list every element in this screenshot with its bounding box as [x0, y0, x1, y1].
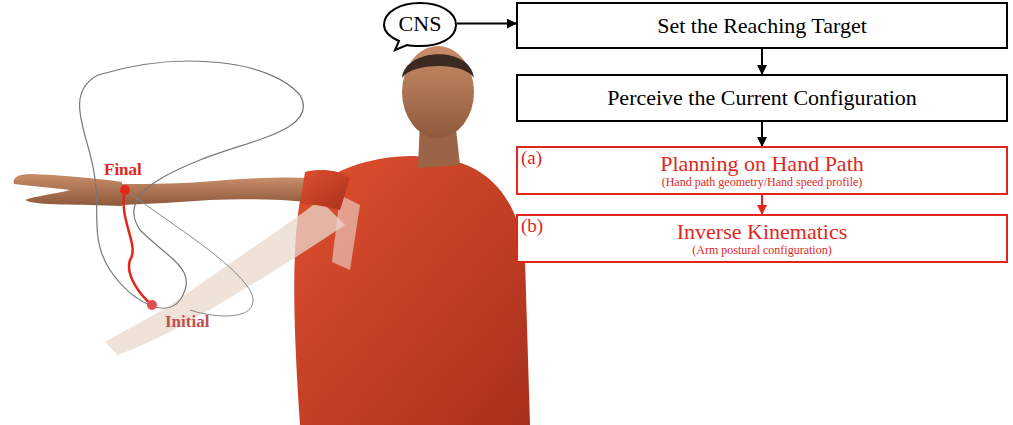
part-letter: (b)	[521, 215, 543, 237]
flow-arrow	[761, 49, 763, 74]
process-box: Set the Reaching Target	[516, 2, 1008, 49]
box-subtitle: (Arm postural configuration)	[692, 244, 831, 258]
bubble-text: CNS	[399, 11, 442, 36]
part-letter: (a)	[521, 147, 542, 169]
box-title: Inverse Kinematics	[677, 219, 847, 244]
box-title: Perceive the Current Configuration	[607, 85, 917, 110]
point-label: Initial	[165, 312, 209, 332]
process-box: Perceive the Current Configuration	[516, 74, 1008, 122]
flow-arrow	[761, 122, 763, 146]
speech-bubble: CNS	[383, 2, 457, 50]
box-title: Set the Reaching Target	[657, 13, 867, 38]
box-subtitle: (Hand path geometry/Hand speed profile)	[662, 176, 863, 190]
point-label: Final	[104, 160, 142, 180]
flow-arrow	[761, 195, 763, 214]
planning-box: (a) Planning on Hand Path(Hand path geome…	[516, 146, 1008, 195]
box-title: Planning on Hand Path	[660, 151, 864, 176]
flow-arrow	[457, 23, 516, 25]
planning-box: (b) Inverse Kinematics(Arm postural confi…	[516, 214, 1008, 263]
